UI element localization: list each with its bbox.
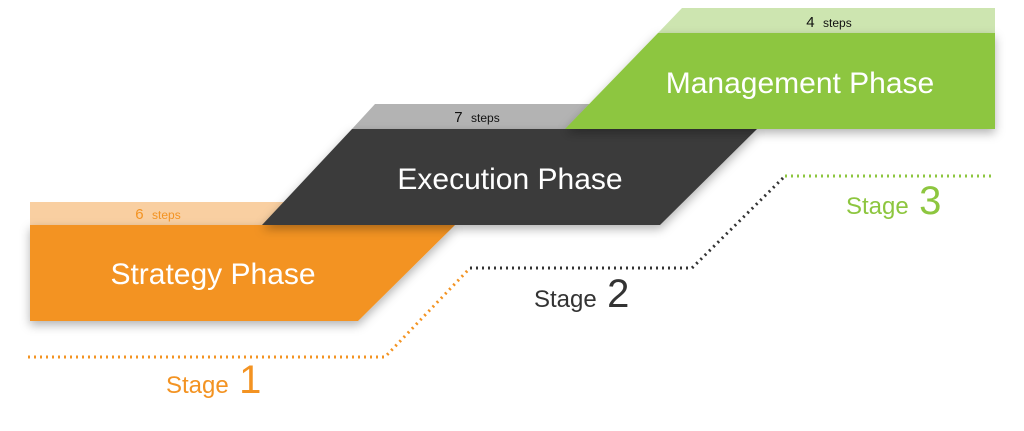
- management-phase-block: [565, 33, 995, 129]
- execution-phase-block: [262, 129, 757, 225]
- management-steps-tab: [658, 8, 995, 33]
- management-phase-label: Management Phase: [666, 67, 935, 100]
- strategy-steps-word: steps: [152, 208, 181, 222]
- stage-1-number: 1: [239, 358, 261, 402]
- execution-steps-tab: [352, 104, 597, 129]
- stage-3-word: Stage: [846, 193, 909, 220]
- execution-steps-word: steps: [471, 111, 500, 125]
- stage-1-dotted-line: [28, 266, 472, 359]
- stage-3-number: 3: [919, 179, 941, 223]
- management-steps-word: steps: [823, 16, 852, 30]
- stage-2-word: Stage: [534, 286, 597, 313]
- stage-1-label: Stage 1: [166, 358, 261, 402]
- execution-steps-text: 7 steps: [454, 109, 499, 126]
- management-steps-count: 4: [806, 14, 814, 31]
- strategy-steps-count: 6: [135, 206, 143, 223]
- strategy-steps-text: 6 steps: [135, 206, 180, 223]
- management-steps-text: 4 steps: [806, 14, 851, 31]
- strategy-phase-label: Strategy Phase: [110, 258, 315, 291]
- stage-2-number: 2: [607, 272, 629, 316]
- stage-2-dotted-line: [470, 174, 787, 270]
- execution-steps-count: 7: [454, 109, 462, 126]
- execution-phase-label: Execution Phase: [397, 163, 622, 196]
- strategy-phase-block: [30, 225, 455, 321]
- stage-2-label: Stage 2: [534, 272, 629, 316]
- strategy-steps-tab: [30, 202, 287, 225]
- stage-1-word: Stage: [166, 372, 229, 399]
- stage-3-label: Stage 3: [846, 179, 941, 223]
